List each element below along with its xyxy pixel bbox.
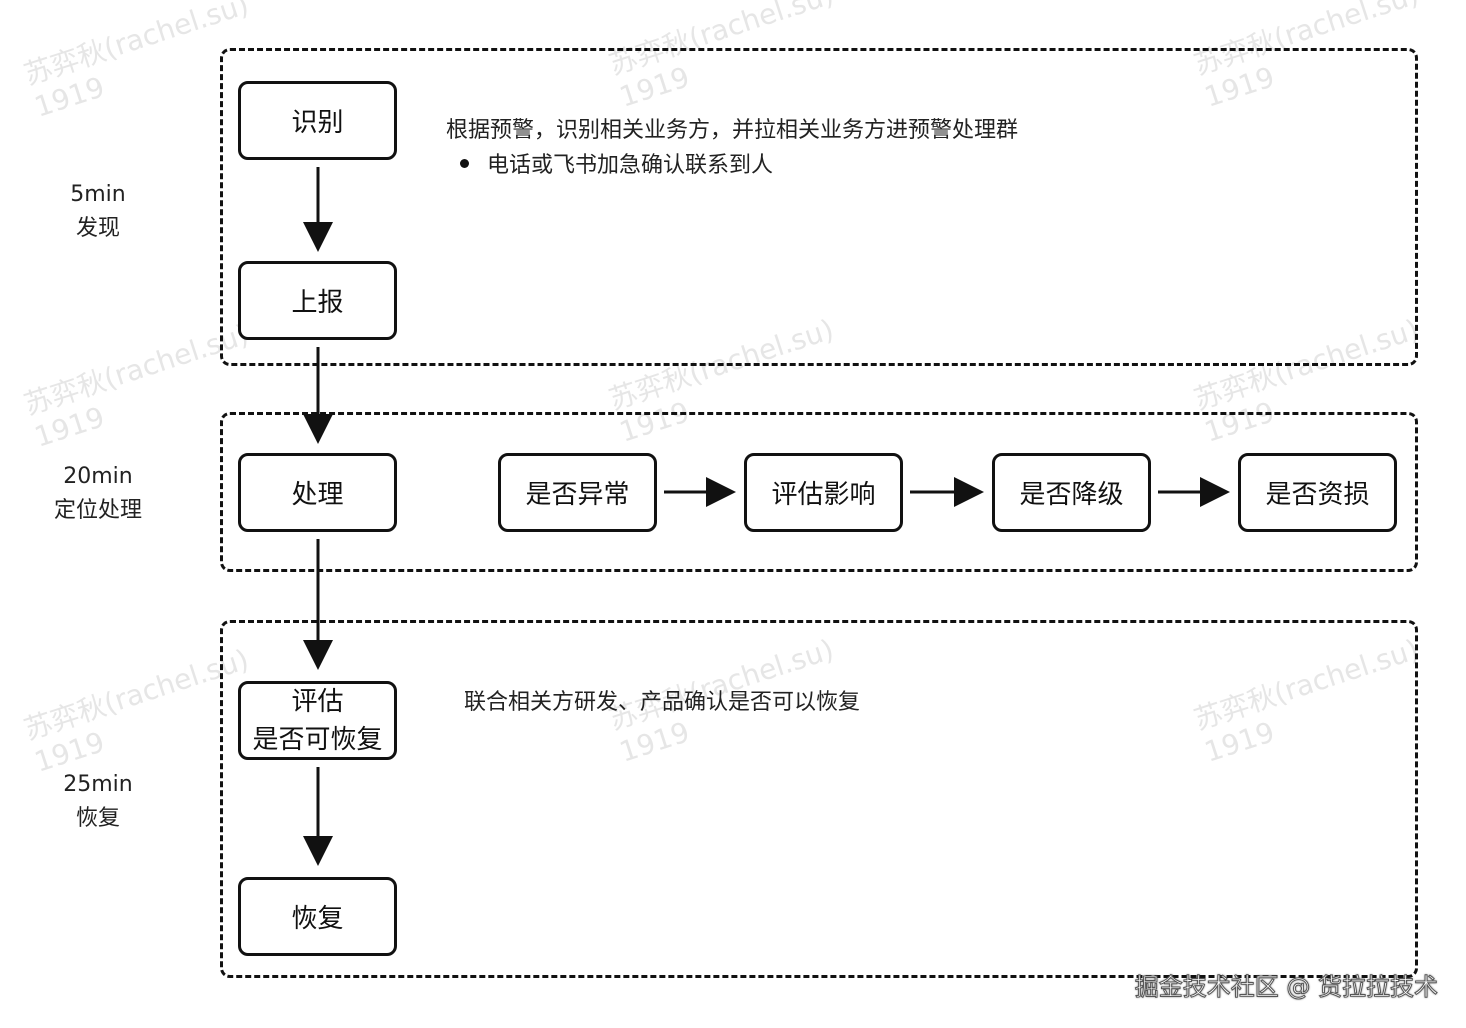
phase-name: 恢复 (75, 806, 120, 831)
node-recover: 恢复 (238, 877, 397, 956)
phase-frame-handle (220, 412, 1418, 572)
phase-frame-discover (220, 48, 1418, 366)
note-identify: 根据预警，识别相关业务方，并拉相关业务方进预警处理群 (446, 118, 1019, 143)
note-assess: 联合相关方研发、产品确认是否可以恢复 (464, 690, 861, 715)
substep-node: 评估影响 (744, 453, 903, 532)
node-assess-line1: 评估 (291, 686, 344, 717)
phase-name: 发现 (75, 216, 120, 241)
phase-label-recover: 25min 恢复 (38, 768, 158, 836)
note-identify-bullet: 电话或飞书加急确认联系到人 (460, 147, 773, 179)
bullet-text: 电话或飞书加急确认联系到人 (487, 153, 774, 178)
node-handle: 处理 (238, 453, 397, 532)
substep-node: 是否降级 (992, 453, 1151, 532)
phase-label-handle: 20min 定位处理 (38, 460, 158, 528)
substep-node: 是否资损 (1238, 453, 1397, 532)
credit-text: 掘金技术社区 @ 货拉拉技术 (1134, 973, 1438, 1002)
phase-frame-recover (220, 620, 1418, 978)
bullet-icon (460, 158, 469, 168)
node-assess-line2: 是否可恢复 (252, 724, 383, 755)
substep-node: 是否异常 (498, 453, 657, 532)
phase-name: 定位处理 (53, 498, 142, 523)
node-identify: 识别 (238, 81, 397, 160)
phase-label-discover: 5min 发现 (38, 178, 158, 246)
phase-time: 5min (70, 182, 126, 207)
node-report: 上报 (238, 261, 397, 340)
node-assess: 评估 是否可恢复 (238, 681, 397, 760)
phase-time: 25min (63, 772, 133, 797)
phase-time: 20min (63, 464, 133, 489)
